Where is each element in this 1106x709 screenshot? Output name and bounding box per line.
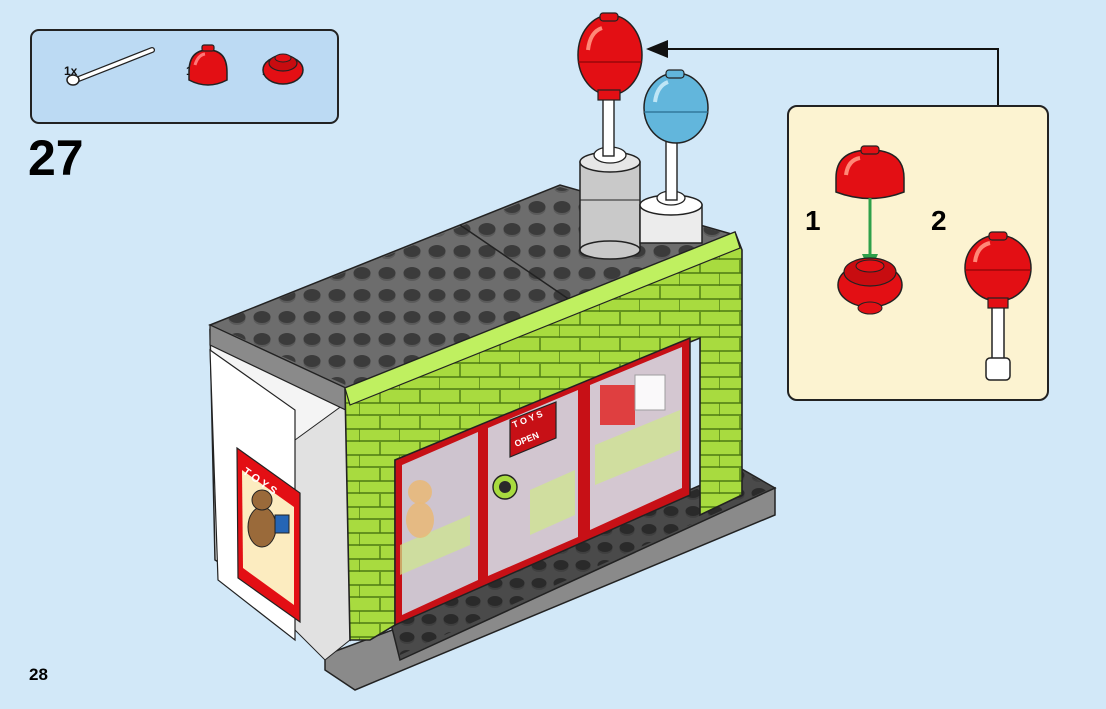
- blue-balloon: [644, 70, 708, 200]
- white-bar-icon: [67, 50, 152, 85]
- callout-assembled-balloon: [965, 232, 1031, 380]
- red-round-plate-icon: [263, 54, 303, 84]
- callout-round-plate: [838, 258, 902, 314]
- callout-red-dome: [836, 146, 904, 199]
- gray-round-brick-stack: [580, 147, 640, 259]
- red-dome-icon: [189, 45, 227, 85]
- red-balloon: [578, 13, 642, 156]
